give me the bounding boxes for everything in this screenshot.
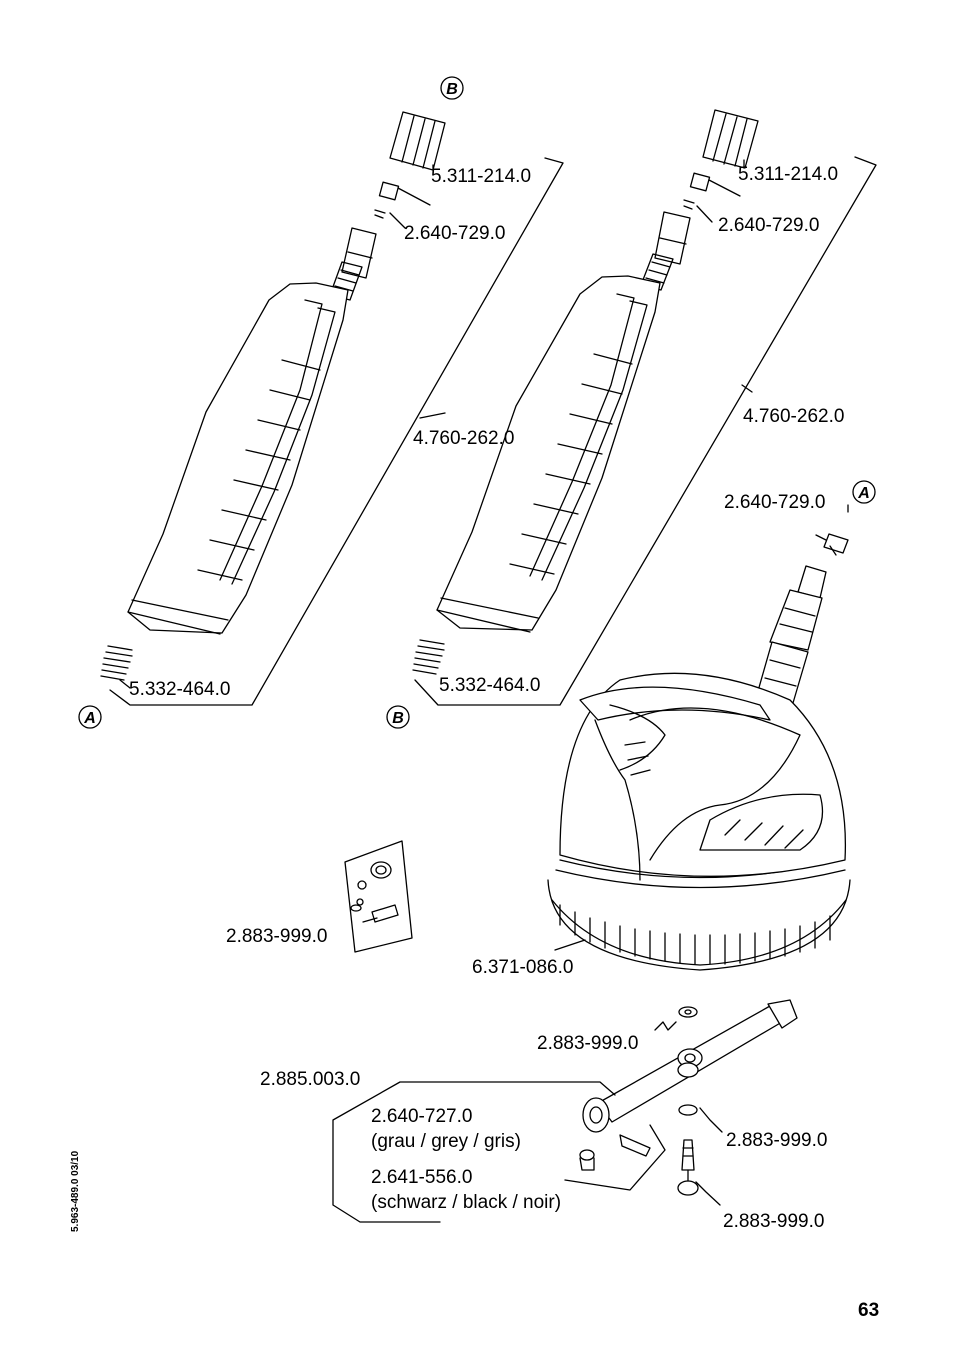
svg-text:A: A — [83, 710, 96, 727]
part-label-coupling-right: 2.640-729.0 — [718, 215, 820, 236]
part-label-cap-right: 5.311-214.0 — [738, 164, 839, 185]
right-lance-cap — [702, 109, 759, 169]
right-lance-tube — [436, 211, 691, 633]
rotary-arm — [579, 999, 798, 1196]
marker-a-left: A — [78, 705, 102, 729]
left-lance-tube — [127, 227, 377, 635]
marker-b-top: B — [440, 76, 464, 100]
svg-text:A: A — [857, 485, 870, 502]
part-label-nozzle-grey: 2.640-727.0 — [371, 1106, 473, 1127]
part-desc-nozzle-grey: (grau / grey / gris) — [371, 1131, 521, 1152]
part-label-arm-bolt: 2.883-999.0 — [723, 1211, 825, 1232]
part-label-arm-washer-bottom: 2.883-999.0 — [726, 1130, 828, 1151]
svg-text:B: B — [446, 81, 458, 98]
arm-leader-lines — [332, 1021, 723, 1223]
document-code: 5.963-489.0 03/10 — [70, 1150, 81, 1232]
part-label-lance-left: 4.760-262.0 — [413, 428, 515, 449]
part-desc-nozzle-black: (schwarz / black / noir) — [371, 1192, 562, 1213]
right-lance-coupling-small — [683, 172, 711, 210]
kit-card — [344, 840, 413, 953]
part-label-coupling-left: 2.640-729.0 — [404, 223, 506, 244]
marker-b-bottom: B — [386, 705, 410, 729]
marker-a-right: A — [852, 480, 876, 504]
part-label-kit: 2.883-999.0 — [226, 926, 328, 947]
part-label-nozzle-black: 2.641-556.0 — [371, 1167, 473, 1188]
left-lance-spring — [100, 645, 133, 681]
part-label-surface-cleaner: 6.371-086.0 — [472, 957, 574, 978]
part-label-spring-right: 5.332-464.0 — [439, 675, 541, 696]
surface-cleaner-leader — [554, 939, 586, 951]
page-number: 63 — [858, 1300, 880, 1321]
part-label-cap-left: 5.311-214.0 — [431, 166, 532, 187]
part-label-arm-assembly: 2.885.003.0 — [260, 1069, 361, 1090]
part-label-lance-right: 4.760-262.0 — [743, 406, 845, 427]
right-lance-spring — [412, 639, 445, 675]
left-lance-coupling-small — [374, 181, 400, 219]
svg-text:B: B — [392, 710, 404, 727]
part-label-coupling-cleaner: 2.640-729.0 — [724, 492, 826, 513]
part-label-arm-washer-top: 2.883-999.0 — [537, 1033, 639, 1054]
surface-cleaner-body — [547, 533, 851, 971]
part-label-spring-left: 5.332-464.0 — [129, 679, 231, 700]
left-lance-cap — [389, 111, 446, 171]
right-leader-lines — [414, 156, 877, 706]
left-leader-lines — [109, 157, 564, 706]
